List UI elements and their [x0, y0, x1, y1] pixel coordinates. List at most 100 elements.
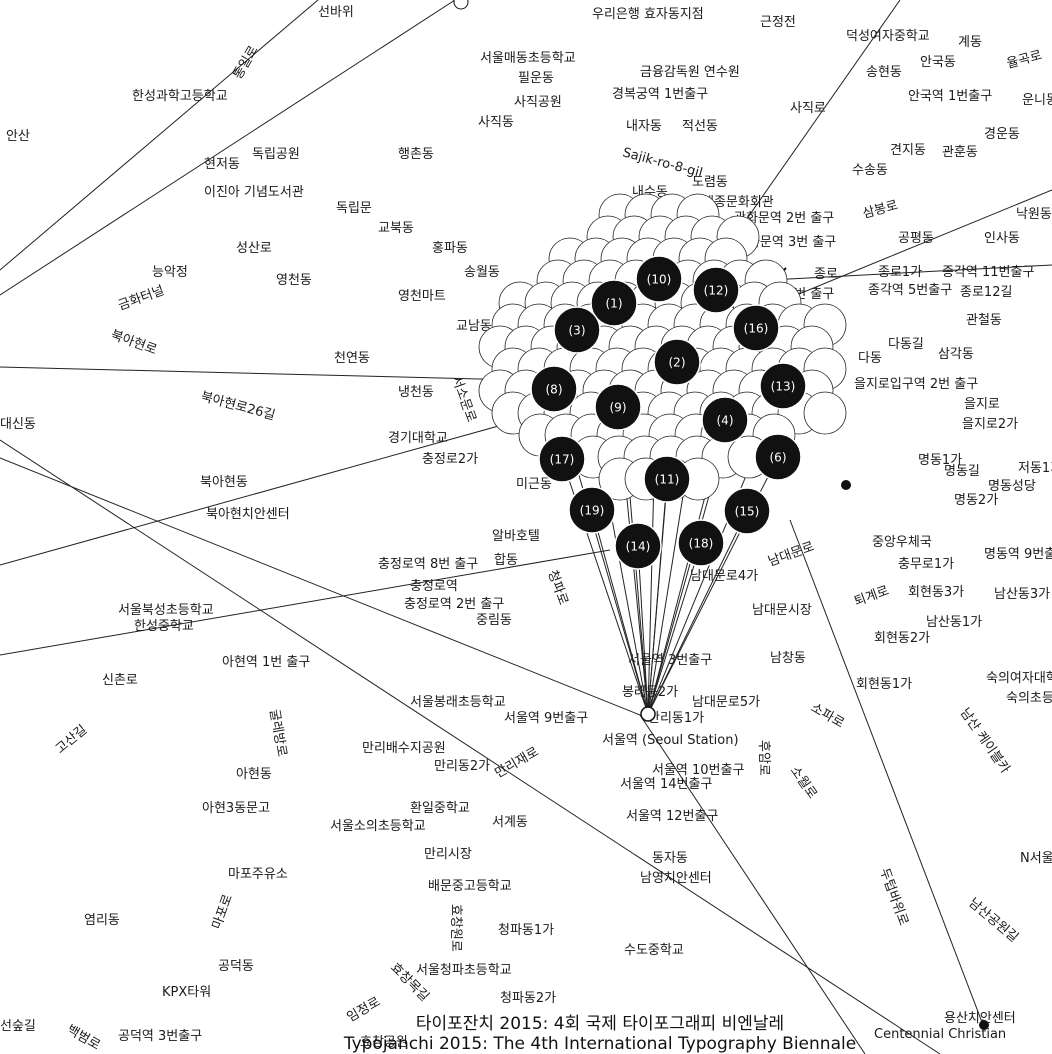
place-label: 서울소의초등학교 [330, 819, 426, 834]
place-label: 만리재로 [493, 745, 542, 782]
marker-ring [453, 0, 469, 10]
place-label: 관훈동 [942, 145, 978, 160]
numbered-balloon: (8) [530, 365, 578, 413]
place-label: 세종문화회관 [702, 195, 774, 210]
place-label: 남산동3가 [994, 587, 1050, 602]
place-label: 선바위 [318, 5, 354, 20]
numbered-balloon: (18) [677, 519, 725, 567]
place-label: 대신동 [0, 417, 36, 432]
balloon-anchor-knot [640, 706, 656, 722]
place-label: 서울매동초등학교 [480, 51, 576, 66]
balloon-number: (19) [580, 504, 605, 518]
place-label: 교북동 [378, 221, 414, 236]
place-label: 명동1가 [918, 453, 962, 468]
place-label: 내자동 [626, 119, 662, 134]
place-label: 알바호텔 [492, 529, 540, 544]
place-label: 서소문로 [448, 374, 478, 424]
place-label: 용산치안센터 [944, 1011, 1016, 1026]
place-label: 명동성당 [988, 479, 1036, 494]
place-label: 안국동 [920, 55, 956, 70]
place-label: 청파동2가 [500, 991, 556, 1006]
numbered-balloon: (17) [538, 435, 586, 483]
place-label: 미근동 [516, 477, 552, 492]
balloon-number: (6) [770, 451, 787, 465]
marker-dot [979, 1020, 989, 1030]
place-label: 안산 [6, 129, 30, 144]
numbered-balloon: (14) [614, 522, 662, 570]
place-label: 경운동 [984, 127, 1020, 142]
place-label: 충정로역 2번 출구 [404, 597, 504, 612]
place-label: 청파동1가 [498, 923, 554, 938]
place-label: 만리동1가 [648, 711, 704, 726]
balloon-number: (12) [704, 284, 729, 298]
numbered-balloon: (3) [553, 306, 601, 354]
place-label: 남대문시장 [752, 603, 812, 618]
place-label: 합동 [494, 553, 518, 568]
balloon-number: (15) [735, 505, 760, 519]
numbered-balloon: (10) [635, 255, 683, 303]
place-label: 종로1가 [878, 265, 922, 280]
place-label: 종각역 11번출구 [942, 265, 1034, 280]
place-label: 종로 [814, 267, 838, 282]
place-label: 남대문로5가 [692, 695, 760, 710]
place-label: 만리배수지공원 [362, 741, 446, 756]
place-label: 선숲길 [0, 1019, 36, 1034]
place-label: 다동길 [888, 337, 924, 352]
place-label: 후암로 [756, 740, 771, 776]
place-label: 경기대학교 [388, 431, 448, 446]
place-label: 북아현동 [200, 475, 248, 490]
place-label: 만리동2가 [434, 759, 490, 774]
place-label: 동자동 [652, 851, 688, 866]
place-label: 남산 케이블카 [957, 706, 1013, 777]
place-label: 현저동 [204, 157, 240, 172]
place-label: 굴레방로 [266, 708, 289, 758]
place-label: 고산길 [53, 723, 90, 758]
place-label: 송현동 [866, 65, 902, 80]
title-korean: 타이포잔치 2015: 4회 국제 타이포그래피 비엔날레 [415, 1014, 785, 1034]
place-label: 독립문 [336, 201, 372, 216]
place-label: 영천동 [276, 273, 312, 288]
place-label: 이진아 기념도서관 [204, 185, 304, 200]
title-english: Typojanchi 2015: The 4th International T… [343, 1034, 857, 1054]
place-label: 금융감독원 연수원 [640, 65, 740, 80]
place-label: 을지로2가 [962, 417, 1018, 432]
place-label: 만리시장 [424, 847, 472, 862]
place-label: 명동역 9번출구 [984, 547, 1052, 562]
place-label: 소파로 [808, 700, 847, 731]
place-label: 광화문역 2번 출구 [734, 211, 834, 226]
balloon-number: (11) [655, 473, 680, 487]
place-label: 공평동 [898, 231, 934, 246]
place-label: 삼각동 [938, 347, 974, 362]
place-label: 두텁바위로 [876, 866, 911, 927]
place-label: 사직로 [790, 101, 826, 116]
place-label: 서울역 10번출구 [652, 763, 744, 778]
place-label: N서울타워 [1020, 851, 1052, 866]
place-label: 저동1가 [1018, 461, 1052, 476]
place-label: 행촌동 [398, 146, 434, 162]
place-label: 인사동 [984, 231, 1020, 246]
numbered-balloon: (13) [759, 362, 807, 410]
place-label: 서계동 [492, 815, 528, 830]
place-label: 운니동 [1022, 93, 1052, 108]
place-label: 덕성여자중학교 [846, 29, 930, 44]
place-label: 도렴동 [692, 175, 728, 190]
balloon-number: (2) [669, 356, 686, 370]
place-label: 남대문로 [766, 539, 816, 569]
place-label: 서울역 9번출구 [504, 711, 588, 726]
place-label: 남대문로4가 [690, 569, 758, 584]
place-label: 적선동 [682, 119, 718, 134]
place-label: 독립공원 [252, 147, 300, 162]
numbered-balloon: (6) [754, 433, 802, 481]
place-label: 충정로2가 [422, 452, 478, 467]
place-label: 성산로 [236, 241, 272, 256]
place-label: 낙원동 [1016, 207, 1052, 222]
numbered-balloon: (4) [701, 396, 749, 444]
place-label: 서울역 (Seoul Station) [602, 733, 739, 748]
place-label: 사직공원 [514, 95, 562, 110]
place-label: 통일로 [230, 43, 261, 82]
place-label: 서울봉래초등학교 [410, 695, 506, 710]
balloon-number: (8) [546, 383, 563, 397]
biennale-title: 타이포잔치 2015: 4회 국제 타이포그래피 비엔날레 Typojanchi… [300, 1014, 900, 1054]
place-label: 삼봉로 [861, 198, 900, 222]
